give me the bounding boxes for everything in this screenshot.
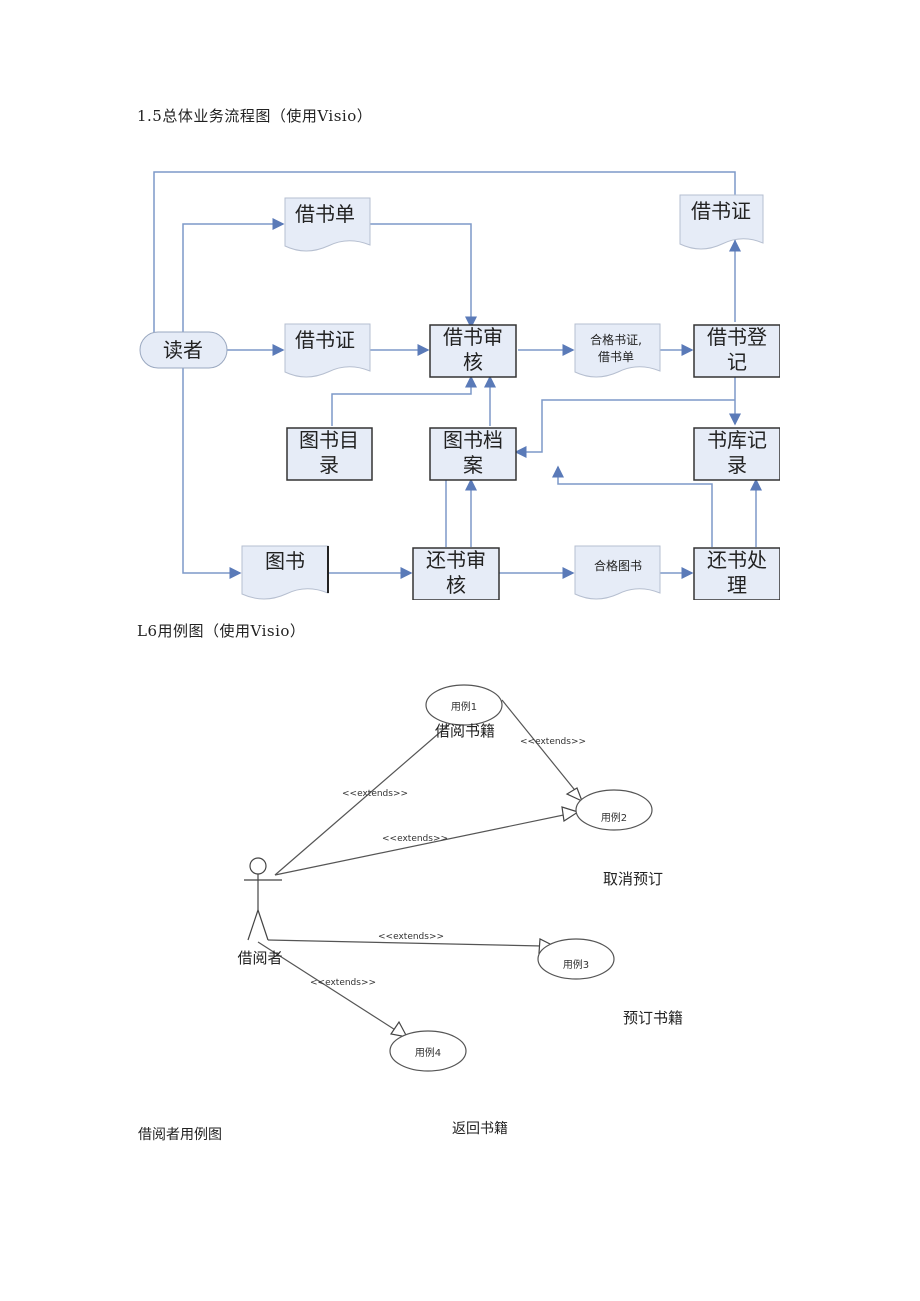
box-register: 借书登 记: [693, 324, 780, 378]
uc-association-lines: [257, 699, 579, 1034]
box-archive: 图书档 案: [429, 427, 517, 481]
usecase-heading: L6用例图（使用Visio）: [137, 622, 306, 640]
doc-borrow-slip-label: 借书单: [295, 202, 355, 226]
uc2-ellipse: [575, 789, 653, 831]
box-archive-line2: 案: [463, 453, 483, 477]
line-actor-uc3: [267, 939, 543, 947]
connector-catalog-to-audit: [331, 375, 477, 426]
doc-qualified-books: 合格图书: [574, 545, 661, 600]
box-return-audit: 还书审 核: [412, 547, 500, 600]
actor-figure: [244, 857, 282, 941]
doc-book-label: 图书: [265, 549, 305, 573]
doc-qualified-books-label: 合格图书: [594, 558, 642, 573]
box-catalog: 图书目 录: [286, 427, 373, 481]
uc4-ellipse: [389, 1030, 467, 1072]
box-stock-line1: 书库记: [707, 428, 767, 452]
caption-right: 返回书籍: [452, 1121, 508, 1137]
doc-card-top-label: 借书证: [691, 199, 751, 223]
box-register-line2: 记: [727, 350, 747, 374]
line-actor-uc2: [274, 811, 579, 876]
uc4-id: 用例4: [415, 1046, 441, 1059]
extends-label-uc1: <<extends>>: [342, 789, 408, 799]
actor-head: [249, 857, 267, 875]
reader-label: 读者: [163, 338, 203, 362]
line-actor-uc4: [257, 941, 401, 1034]
uc1-name: 借阅书籍: [435, 722, 495, 740]
doc-book: 图书: [241, 545, 329, 600]
extends-label-uc3: <<extends>>: [378, 932, 444, 942]
box-return-proc: 还书处 理: [693, 547, 780, 600]
uc3-name: 预订书籍: [623, 1009, 683, 1027]
connector-slip-to-audit: [363, 223, 477, 329]
box-audit: 借书审 核: [429, 324, 517, 378]
arrowhead-uc1-uc2: [565, 787, 584, 803]
uc2-id: 用例2: [601, 811, 627, 824]
arrowhead-uc4: [389, 1020, 409, 1038]
use-case-ellipses: [389, 684, 653, 1072]
actor-label: 借阅者: [237, 949, 282, 967]
line-actor-uc1: [274, 714, 461, 876]
box-return-audit-line1: 还书审: [426, 548, 486, 572]
uc1-id: 用例1: [451, 700, 477, 713]
box-return-proc-line2: 理: [727, 573, 747, 597]
uc3-id: 用例3: [563, 958, 589, 971]
connector-to-archive: [514, 399, 735, 458]
box-catalog-line1: 图书目: [299, 428, 359, 452]
extends-label-uc1-uc2: <<extends>>: [520, 737, 586, 747]
doc-card-top: 借书证: [679, 194, 764, 250]
box-stock: 书库记 录: [693, 427, 780, 481]
doc-qualified-line1: 合格书证,: [590, 332, 642, 347]
box-register-line1: 借书登: [707, 325, 767, 349]
box-audit-line1: 借书审: [443, 325, 503, 349]
box-catalog-line2: 录: [319, 453, 339, 477]
connector-return-proc-to-archive: [552, 465, 713, 547]
reader-node: 读者: [139, 331, 228, 369]
box-audit-line2: 核: [463, 350, 483, 374]
doc-card-mid-label: 借书证: [295, 328, 355, 352]
uc-arrowheads: [389, 707, 584, 1038]
connector-reader-to-slip: [182, 218, 285, 334]
flow-heading: 1.5总体业务流程图（使用Visio）: [137, 107, 373, 125]
extends-label-uc2: <<extends>>: [382, 834, 448, 844]
extends-label-uc4: <<extends>>: [310, 978, 376, 988]
connector-card-loop: [153, 171, 736, 334]
connector-reader-to-book: [182, 366, 242, 579]
doc-card-mid: 借书证: [284, 323, 371, 378]
arrowhead-uc2: [561, 806, 580, 823]
box-stock-line2: 录: [727, 453, 747, 477]
doc-qualified-line2: 借书单: [598, 350, 634, 364]
caption-left: 借阅者用例图: [138, 1127, 222, 1143]
box-return-proc-line1: 还书处: [707, 548, 767, 572]
uc2-name: 取消预订: [603, 870, 663, 888]
use-case-diagram: 借阅者 用例1 用例2 用例3 用例4 借阅书籍 取消预订 预订书籍 <<ext…: [237, 684, 683, 1072]
uc3-ellipse: [537, 938, 615, 980]
box-return-audit-line2: 核: [446, 573, 466, 597]
business-flow-diagram: 读者 借书单 借书证 借书证 合格书证, 借书单 图书 合格图书 借书审 核 借…: [139, 171, 780, 600]
doc-qualified: 合格书证, 借书单: [574, 323, 661, 378]
line-uc1-uc2: [501, 699, 579, 795]
uc1-ellipse: [425, 684, 503, 726]
box-archive-line1: 图书档: [443, 428, 503, 452]
doc-borrow-slip: 借书单: [284, 197, 371, 252]
